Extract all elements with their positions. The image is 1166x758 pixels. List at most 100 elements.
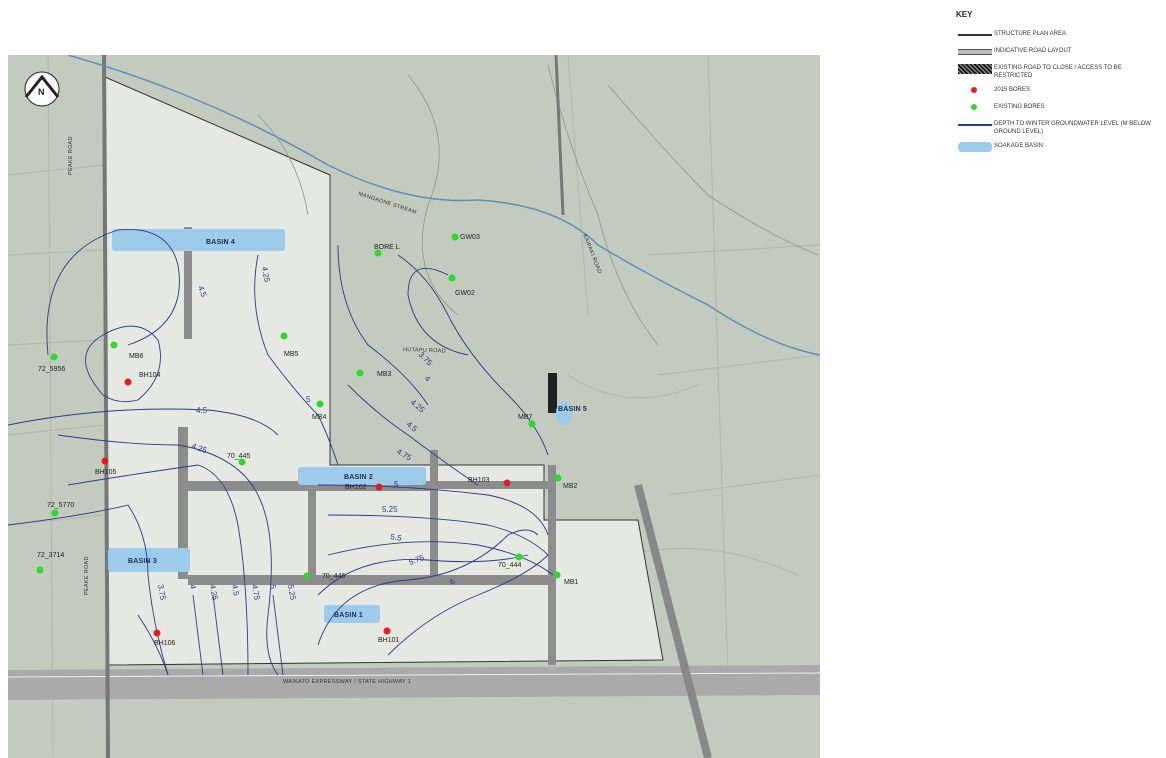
hatched-block-icon: [956, 63, 994, 75]
main-roads: [8, 55, 820, 758]
key-item-structure-plan: STRUCTURE PLAN AREA: [956, 29, 1161, 41]
contour-label: 4.25: [208, 584, 220, 601]
bore-label: 72_5956: [38, 366, 65, 373]
bores-existing: BORE L GW03 GW02 MB6 72_5956 MB5 MB3 MB4…: [36, 233, 579, 586]
bore-dot: [101, 457, 109, 465]
contour-label: 4.5: [230, 584, 241, 597]
bore-label: MB4: [312, 414, 327, 421]
key-item-label: DEPTH TO WINTER GROUNDWATER LEVEL (M BEL…: [994, 121, 1151, 135]
bore-dot: [51, 509, 59, 517]
bore-dot: [110, 341, 118, 349]
basin-labels: BASIN 4 BASIN 2 BASIN 3 BASIN 1 BASIN 5: [128, 239, 587, 619]
bore-dot: [280, 332, 288, 340]
contour-label: 5: [394, 480, 399, 489]
bore-label: BH106: [154, 640, 176, 647]
double-line-icon: [956, 46, 994, 58]
basin-3-label: BASIN 3: [128, 558, 157, 565]
contour-label: 5.25: [286, 584, 298, 601]
bore-dot: [383, 627, 391, 635]
contour-label: 4: [188, 584, 198, 590]
key-item-label: SOAKAGE BASIN: [994, 143, 1044, 149]
terrain-contours: [257, 64, 819, 346]
contour-label: 6: [448, 576, 457, 586]
bore-dot: [451, 233, 459, 241]
contour-label: 4: [423, 374, 433, 384]
mangaone-stream: [67, 55, 820, 356]
basin-2-label: BASIN 2: [344, 474, 373, 481]
north-label: N: [38, 87, 45, 97]
green-dot-icon: [956, 102, 994, 114]
bore-dot: [50, 353, 58, 361]
bore-dot: [554, 474, 562, 482]
bore-dot: [153, 629, 161, 637]
bore-label: MB7: [518, 414, 533, 421]
road-to-close: [548, 373, 557, 413]
paddock-texture: [8, 55, 820, 756]
basin-4-label: BASIN 4: [206, 239, 235, 246]
contour-labels: 4.5 4.25 4.5 4.25 5 4.25 4.5 4.75 3.75 4…: [156, 266, 457, 601]
bore-label: 70_444: [498, 562, 521, 569]
basin-5-label: BASIN 5: [558, 406, 587, 413]
bore-label: BH104: [139, 372, 161, 379]
groundwater-contours: [8, 229, 554, 676]
contour-label: 5.5: [390, 532, 403, 543]
bore-label: GW02: [455, 290, 475, 297]
key-item-label: 2015 BORES: [994, 87, 1031, 93]
bore-dot: [124, 378, 132, 386]
bores-2015: BH104 BH105 BH102 BH103 BH106 BH101: [95, 372, 511, 647]
key-item-soakage-basin: SOAKAGE BASIN: [956, 141, 1161, 153]
red-dot-icon: [956, 85, 994, 97]
contour-label: 4.25: [260, 266, 272, 283]
bore-dot: [303, 572, 311, 580]
expressway-label: WAIKATO EXPRESSWAY / STATE HIGHWAY 1: [283, 679, 411, 685]
bore-label: BH101: [378, 637, 400, 644]
bore-label: MB6: [129, 353, 144, 360]
contour-label: 4.5: [196, 406, 208, 415]
bore-label: 72_5770: [47, 502, 74, 509]
bore-label: MB3: [377, 371, 392, 378]
key-item-road-close: EXISTING ROAD TO CLOSE / ACCESS TO BE RE…: [956, 63, 1161, 80]
contour-label: 4.5: [196, 285, 208, 299]
bore-label: BH102: [345, 484, 367, 491]
contour-label: 3.75: [156, 584, 168, 601]
north-arrow: N: [24, 71, 60, 107]
groundwater-map: N BASIN 4 BASIN 2 BASIN 3 BASIN 1 BASIN …: [8, 55, 820, 758]
bore-label: BH103: [468, 477, 490, 484]
key-item-label: INDICATIVE ROAD LAYOUT: [994, 48, 1072, 54]
bore-dot: [36, 566, 44, 574]
bore-label: MB1: [564, 579, 579, 586]
key-item-existing-bores: EXISTING BORES: [956, 102, 1161, 114]
contour-label: 5: [268, 584, 278, 590]
peake-road-south-label: PEAKE ROAD: [84, 556, 90, 595]
bore-label: GW03: [460, 234, 480, 241]
indicative-road-layout: [178, 227, 556, 665]
key-item-2015-bores: 2015 BORES: [956, 85, 1161, 97]
blue-fill-icon: [956, 141, 994, 153]
map-key: KEY STRUCTURE PLAN AREA INDICATIVE ROAD …: [956, 10, 1161, 158]
key-item-label: EXISTING BORES: [994, 104, 1045, 110]
key-title: KEY: [956, 10, 973, 19]
key-item-label: STRUCTURE PLAN AREA: [994, 31, 1067, 37]
bore-dot: [503, 479, 511, 487]
bore-dot: [528, 420, 536, 428]
blue-line-icon: [956, 119, 994, 131]
basin-1-label: BASIN 1: [334, 612, 363, 619]
bore-label: 70_445: [227, 453, 250, 460]
bore-dot: [515, 553, 523, 561]
bore-dot: [553, 571, 561, 579]
contour-label: 5.25: [382, 505, 398, 514]
bore-label: 72_3714: [37, 552, 64, 559]
hutapu-road-label: HUTAPU ROAD: [403, 347, 446, 354]
contour-label: 5: [306, 395, 311, 404]
bore-dot: [375, 483, 383, 491]
bore-dot: [374, 249, 382, 257]
key-item-groundwater: DEPTH TO WINTER GROUNDWATER LEVEL (M BEL…: [956, 119, 1161, 136]
bore-dot: [316, 400, 324, 408]
bore-label: MB2: [563, 483, 578, 490]
bore-dot: [356, 369, 364, 377]
peake-road-north-label: PEAKE ROAD: [68, 136, 74, 175]
bore-label: BH105: [95, 469, 117, 476]
solid-line-icon: [956, 29, 994, 41]
bore-label: 70_446: [322, 573, 345, 580]
key-item-road-layout: INDICATIVE ROAD LAYOUT: [956, 46, 1161, 58]
